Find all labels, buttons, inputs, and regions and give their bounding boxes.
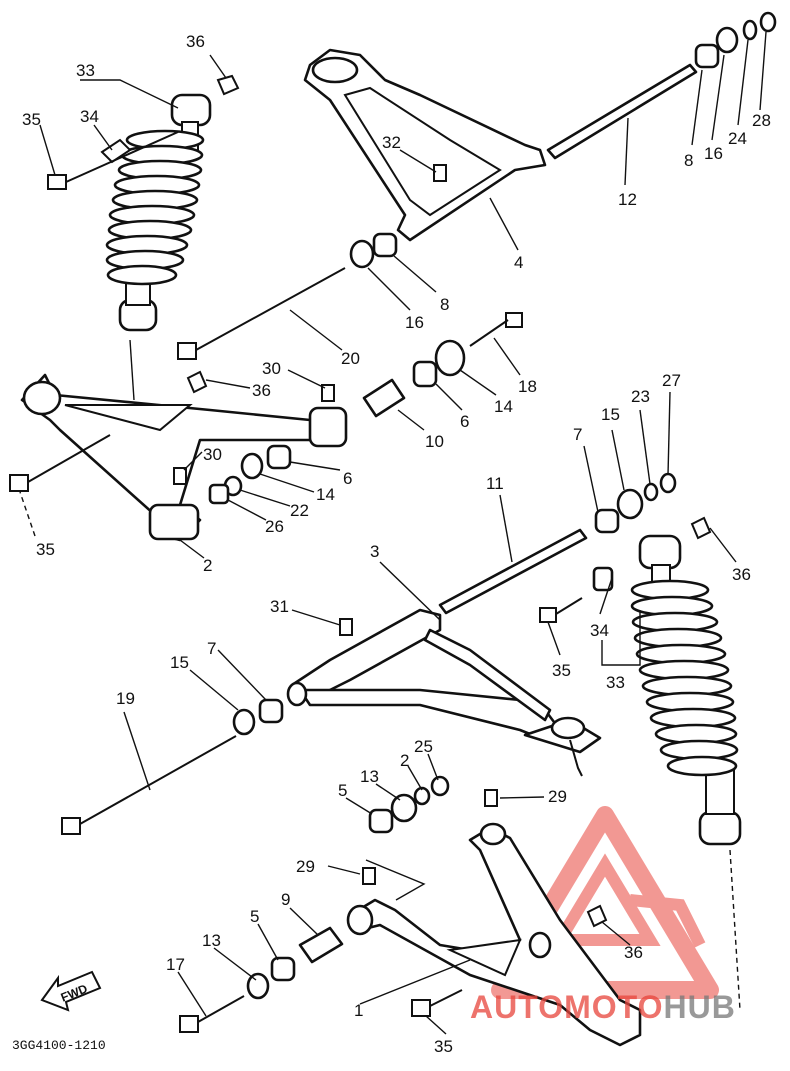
spacer-10 bbox=[362, 378, 406, 418]
callout-3: 3 bbox=[370, 542, 379, 561]
callout-35d: 35 bbox=[434, 1037, 453, 1056]
bottom-arm-bolt-35 bbox=[411, 989, 463, 1017]
callout-20: 20 bbox=[341, 349, 360, 368]
bottom-lower-a-arm bbox=[346, 822, 642, 1047]
lower-right-shock-nut-36 bbox=[690, 516, 712, 540]
callout-8b: 8 bbox=[440, 295, 449, 314]
callout-13a: 13 bbox=[360, 767, 379, 786]
callout-23: 23 bbox=[631, 387, 650, 406]
callout-29b: 29 bbox=[296, 857, 315, 876]
callout-36d: 36 bbox=[624, 943, 643, 962]
callout-13b: 13 bbox=[202, 931, 221, 950]
upper-left-shock-bolt bbox=[47, 131, 179, 190]
callout-6b: 6 bbox=[343, 469, 352, 488]
upper-right-bushings bbox=[349, 232, 398, 269]
callout-2b: 2 bbox=[400, 751, 409, 770]
bolt-17 bbox=[179, 995, 245, 1033]
callout-28: 28 bbox=[752, 111, 771, 130]
bushings-6-14 bbox=[412, 339, 466, 388]
callout-33b: 33 bbox=[606, 673, 625, 692]
callout-11: 11 bbox=[486, 474, 504, 493]
callout-36c: 36 bbox=[732, 565, 751, 584]
callout-15b: 15 bbox=[170, 653, 189, 672]
callout-27: 27 bbox=[662, 371, 681, 390]
callout-8a: 8 bbox=[684, 151, 693, 170]
callout-35b: 35 bbox=[36, 540, 55, 559]
callout-35c: 35 bbox=[552, 661, 571, 680]
lower-right-coil-spring bbox=[630, 579, 739, 777]
callout-5b: 5 bbox=[250, 907, 259, 926]
callout-22: 22 bbox=[290, 501, 309, 520]
callout-19: 19 bbox=[116, 689, 135, 708]
leader-lines bbox=[19, 31, 767, 1035]
callout-9: 9 bbox=[281, 890, 290, 909]
callout-14a: 14 bbox=[494, 397, 513, 416]
upper-right-pivot-shaft bbox=[546, 63, 698, 160]
upper-left-shock-absorber bbox=[105, 93, 212, 401]
callout-16a: 16 bbox=[704, 144, 723, 163]
watermark-brand-hub: HUB bbox=[663, 989, 735, 1025]
callout-4: 4 bbox=[514, 253, 523, 272]
upper-left-shock-nut bbox=[216, 74, 240, 96]
callout-5a: 5 bbox=[338, 781, 347, 800]
upper-left-shock-bushing bbox=[100, 138, 132, 164]
watermark-text: AUTOMOTOHUB bbox=[470, 989, 736, 1025]
callout-34a: 34 bbox=[80, 107, 99, 126]
callout-35a: 35 bbox=[22, 110, 41, 129]
callout-29a: 29 bbox=[548, 787, 567, 806]
watermark-brand-auto: AUTO bbox=[470, 989, 564, 1025]
bottom-arm-nut-36 bbox=[586, 904, 608, 928]
callout-17: 17 bbox=[166, 955, 185, 974]
lower-middle-bushings bbox=[232, 472, 677, 736]
long-pivot-bolt-19 bbox=[61, 735, 237, 835]
callout-18: 18 bbox=[518, 377, 537, 396]
lower-middle-grease-nipple-31 bbox=[339, 618, 353, 636]
lower-middle-a-arm bbox=[286, 608, 602, 777]
watermark-brand-moto: MOTO bbox=[564, 989, 663, 1025]
left-arm-grease-nipples bbox=[173, 384, 335, 485]
callout-12: 12 bbox=[618, 190, 637, 209]
bolt-18 bbox=[469, 312, 523, 347]
lower-right-shock-absorber bbox=[630, 534, 742, 1011]
callout-26: 26 bbox=[265, 517, 284, 536]
callout-15a: 15 bbox=[601, 405, 620, 424]
callout-34b: 34 bbox=[590, 621, 609, 640]
left-arm-nut-36 bbox=[186, 370, 208, 394]
callout-2a: 2 bbox=[203, 556, 212, 575]
callout-36b: 36 bbox=[252, 381, 271, 400]
callout-31: 31 bbox=[270, 597, 289, 616]
callout-30a: 30 bbox=[262, 359, 281, 378]
callout-labels: 36 33 34 35 32 8 16 24 28 12 4 16 8 20 1… bbox=[22, 32, 771, 1056]
callout-32: 32 bbox=[382, 133, 401, 152]
forward-direction-arrow: FWD bbox=[40, 970, 102, 1012]
callout-7b: 7 bbox=[207, 639, 216, 658]
upper-right-end-parts bbox=[694, 11, 777, 69]
left-arm-bushings bbox=[208, 444, 292, 505]
callout-14b: 14 bbox=[316, 485, 335, 504]
document-code: 3GG4100-1210 bbox=[12, 1038, 106, 1053]
long-pivot-bolt-20 bbox=[177, 267, 346, 360]
callout-33a: 33 bbox=[76, 61, 95, 80]
lower-right-shock-bolt-35 bbox=[539, 597, 583, 623]
lower-middle-pivot-shaft-11 bbox=[438, 528, 588, 615]
callout-36a: 36 bbox=[186, 32, 205, 51]
callout-25: 25 bbox=[414, 737, 433, 756]
callout-7a: 7 bbox=[573, 425, 582, 444]
upper-right-grease-nipple bbox=[433, 164, 447, 182]
upper-right-a-arm bbox=[303, 48, 547, 242]
upper-left-coil-spring bbox=[105, 129, 205, 286]
bottom-arm-bushings bbox=[246, 775, 450, 1000]
callout-10: 10 bbox=[425, 432, 444, 451]
bottom-arm-grease-nipples bbox=[362, 789, 498, 885]
callout-16b: 16 bbox=[405, 313, 424, 332]
callout-30b: 30 bbox=[203, 445, 222, 464]
callout-24: 24 bbox=[728, 129, 747, 148]
callout-1: 1 bbox=[354, 1001, 363, 1020]
left-arm-bolt-35 bbox=[9, 434, 111, 492]
callout-6a: 6 bbox=[460, 412, 469, 431]
left-upper-a-arm bbox=[20, 373, 348, 542]
